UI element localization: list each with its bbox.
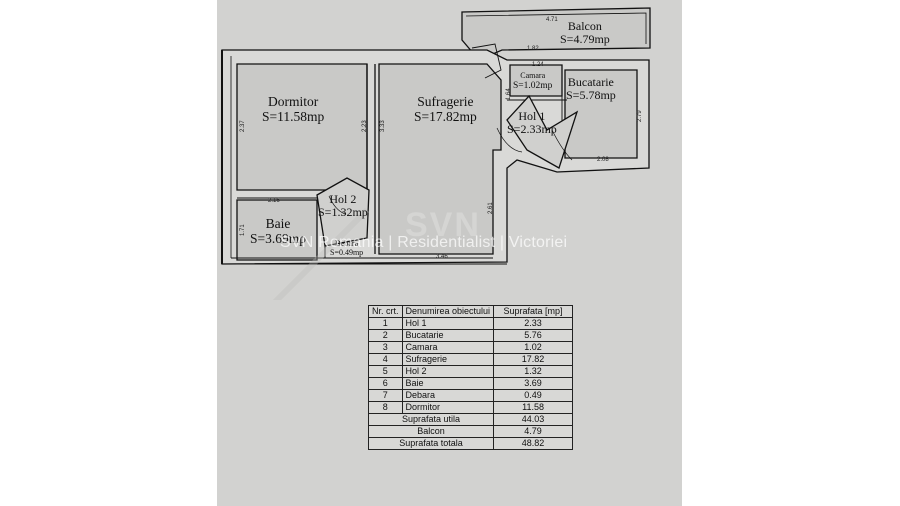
room-label-bucatarie: Bucatarie S=5.78mp (566, 75, 616, 103)
dim-3-46: 3.46 (436, 254, 448, 260)
dim-2-08: 2.08 (597, 157, 609, 163)
room-area-balcon: S=4.79mp (560, 32, 610, 47)
row-nr: 5 (368, 365, 403, 378)
row-name: Dormitor (401, 401, 495, 414)
header-nr: Nr. crt. (368, 305, 403, 318)
row-name: Camara (401, 341, 495, 354)
room-name-dormitor: Dormitor (268, 94, 319, 109)
table-header-row: Nr. crt. Denumirea obiectului Suprafata … (368, 305, 574, 318)
hol1-door (506, 94, 579, 169)
row-name: Hol 2 (401, 365, 495, 378)
area-table: Nr. crt. Denumirea obiectului Suprafata … (367, 305, 574, 450)
row-name: Debara (401, 389, 495, 402)
room-label-hol1: Hol 1 S=2.33mp (507, 109, 557, 137)
row-area: 3.69 (493, 377, 574, 390)
hol2-door (316, 177, 370, 247)
row-name: Sufragerie (401, 353, 495, 366)
row-area: 5.76 (493, 329, 574, 342)
room-label-hol2: Hol 2 S=1.32mp (318, 192, 368, 220)
room-name-hol2: Hol 2 (329, 192, 357, 206)
dim-1-64: 1.64 (506, 88, 512, 100)
dim-balcon-length: 4.71 (546, 17, 558, 23)
room-label-balcon: Balcon S=4.79mp (560, 19, 610, 47)
room-name-camara: Camara (520, 71, 546, 80)
total-value: 48.82 (493, 437, 574, 450)
row-nr: 2 (368, 329, 403, 342)
room-area-debara: S=0.49mp (330, 247, 364, 257)
room-name-sufragerie: Sufragerie (417, 94, 474, 109)
total-value: 44.03 (493, 413, 574, 426)
floor-plan (221, 7, 651, 300)
row-area: 11.58 (493, 401, 574, 414)
room-area-sufragerie: S=17.82mp (414, 109, 477, 125)
row-nr: 3 (368, 341, 403, 354)
dim-3-33: 3.33 (380, 120, 386, 132)
room-label-sufragerie: Sufragerie S=17.82mp (414, 94, 477, 124)
dim-2-16: 2.16 (268, 198, 280, 204)
total-label: Balcon (367, 425, 495, 438)
row-nr: 1 (368, 317, 403, 330)
room-area-bucatarie: S=5.78mp (566, 88, 616, 103)
room-area-camara: S=1.02mp (513, 80, 553, 91)
row-nr: 6 (368, 377, 403, 390)
dim-2-37: 2.37 (240, 120, 246, 132)
row-area: 0.49 (493, 389, 574, 402)
header-area: Suprafata [mp] (493, 305, 574, 318)
room-name-balcon: Balcon (567, 19, 602, 33)
row-area: 1.02 (493, 341, 574, 354)
dim-1-71: 1.71 (240, 224, 246, 236)
total-label: Suprafata utila (367, 413, 495, 426)
room-area-hol2: S=1.32mp (318, 205, 368, 220)
dim-1-82: 1.82 (527, 46, 539, 52)
room-area-dormitor: S=11.58mp (262, 109, 325, 125)
row-area: 2.33 (493, 317, 574, 330)
row-area: 17.82 (493, 353, 574, 366)
row-area: 1.32 (493, 365, 574, 378)
room-name-bucatarie: Bucatarie (567, 75, 614, 89)
room-area-baie: S=3.69mp (250, 231, 306, 247)
dim-2-23: 2.23 (362, 120, 368, 132)
dim-2-79: 2.79 (637, 110, 643, 122)
room-label-dormitor: Dormitor S=11.58mp (262, 94, 324, 124)
total-label: Suprafata totala (367, 437, 495, 450)
room-name-debara: Debara (335, 239, 359, 248)
dim-1-24: 1.24 (532, 62, 544, 68)
room-name-baie: Baie (265, 216, 291, 231)
room-label-debara: Debara S=0.49mp (330, 239, 364, 258)
room-area-hol1: S=2.33mp (507, 122, 557, 137)
total-value: 4.79 (493, 425, 574, 438)
room-label-baie: Baie S=3.69mp (250, 216, 306, 246)
row-nr: 7 (368, 389, 403, 402)
watermark-text: SVN Romania | Residentialist | Victoriei (280, 234, 568, 251)
row-nr: 8 (368, 401, 403, 414)
watermark-logo: SVN (405, 206, 481, 244)
row-name: Hol 1 (401, 317, 495, 330)
row-name: Bucatarie (401, 329, 495, 342)
dim-2-61: 2.61 (488, 202, 494, 214)
row-nr: 4 (368, 353, 403, 366)
room-label-camara: Camara S=1.02mp (513, 71, 553, 92)
room-name-hol1: Hol 1 (518, 109, 546, 123)
balcony-outline (461, 7, 651, 61)
header-name: Denumirea obiectului (401, 305, 495, 318)
row-name: Baie (401, 377, 495, 390)
